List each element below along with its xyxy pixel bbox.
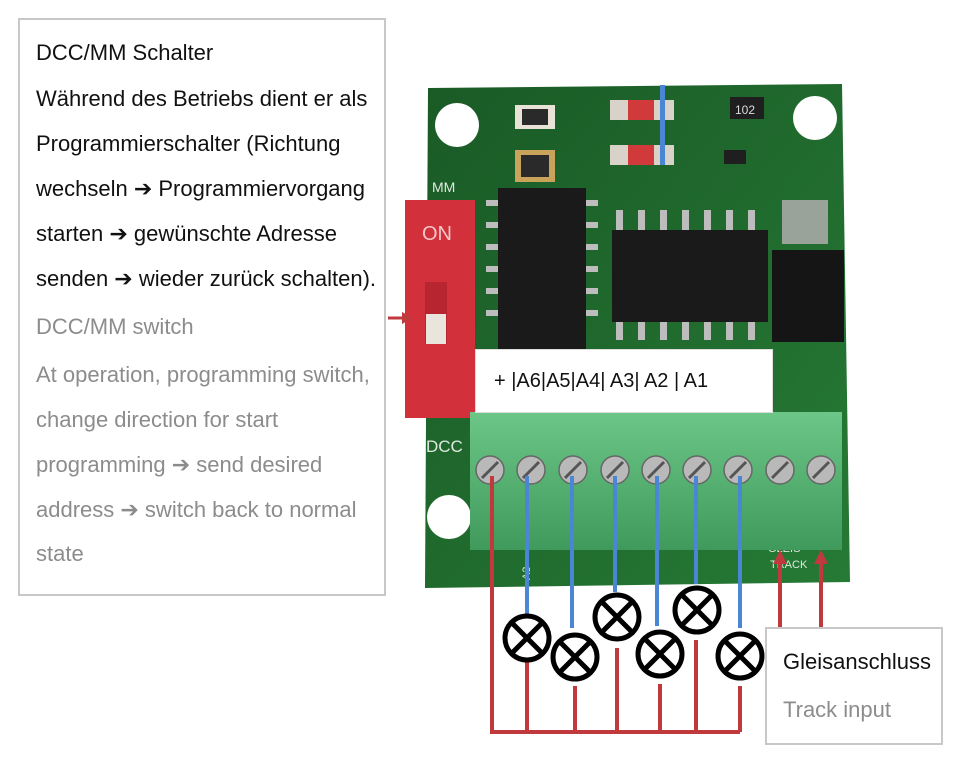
- en-line: programming ➔ send desired: [36, 452, 323, 477]
- en-line: state: [36, 541, 84, 566]
- lamp-icon: [672, 585, 722, 635]
- mounting-hole-top-left: [435, 103, 479, 147]
- track-input-box: Gleisanschluss Track input: [765, 627, 943, 745]
- silkscreen-dcc-label: DCC: [426, 437, 463, 456]
- silkscreen-mm-label: MM: [432, 179, 455, 195]
- de-line: Programmierschalter (Richtung: [36, 131, 341, 156]
- track-input-arrow-right: [814, 550, 828, 564]
- lamp-icon: [715, 631, 765, 681]
- track-input-arrow-left: [773, 550, 787, 564]
- track-input-de: Gleisanschluss: [783, 649, 931, 674]
- lamp-icon: [550, 632, 600, 682]
- en-title: DCC/MM switch: [36, 314, 194, 339]
- mounting-hole-bottom-left: [427, 495, 471, 539]
- de-line: Während des Betriebs dient er als: [36, 86, 368, 111]
- switch-on-label: ON: [422, 223, 452, 245]
- en-line: At operation, programming switch,: [36, 362, 370, 387]
- en-line: change direction for start: [36, 407, 279, 432]
- en-line: address ➔ switch back to normal: [36, 497, 357, 522]
- lamp-icon: [635, 629, 685, 679]
- common-plus-wire: [490, 476, 740, 734]
- dcc-mm-switch: ON: [405, 200, 475, 418]
- lamp-symbols: [502, 585, 765, 682]
- smd-components: 102: [515, 85, 764, 182]
- de-line: senden ➔ wieder zurück schalten).: [36, 266, 377, 291]
- resistor-label: 102: [735, 103, 755, 117]
- de-line: wechseln ➔ Programmiervorgang: [36, 176, 366, 201]
- ic-chips: [486, 188, 844, 350]
- terminal-screws: [475, 455, 836, 485]
- mounting-hole-top-right: [793, 96, 837, 140]
- de-line: starten ➔ gewünschte Adresse: [36, 221, 337, 246]
- de-title: DCC/MM Schalter: [36, 40, 214, 65]
- switch-pointer-arrow: [388, 312, 413, 324]
- lamp-icon: [592, 592, 642, 642]
- pin-label-bar: + |A6|A5|A4| A3| A2 | A1: [475, 349, 773, 413]
- lamp-icon: [502, 613, 552, 663]
- track-input-en: Track input: [783, 697, 892, 722]
- switch-description-box: DCC/MM Schalter Während des Betriebs die…: [18, 18, 386, 596]
